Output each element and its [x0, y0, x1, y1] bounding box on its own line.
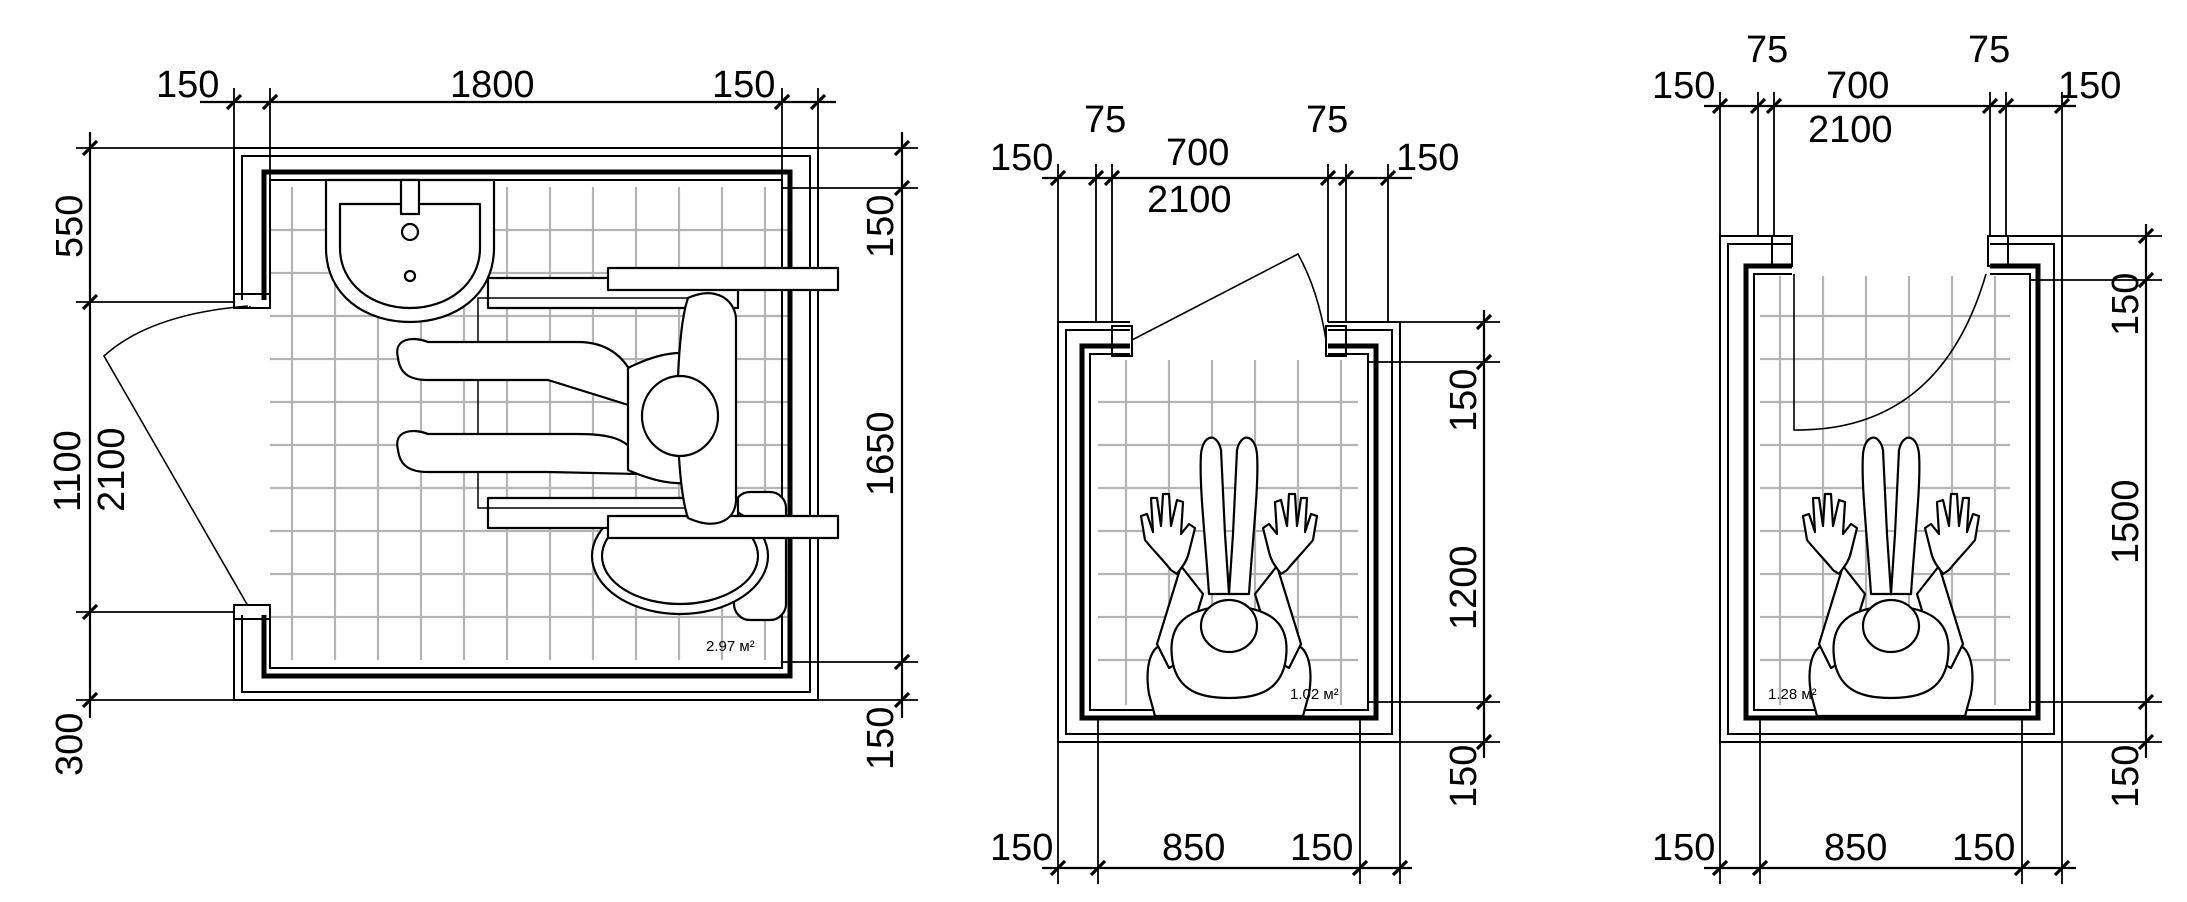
plan-a-dimensions: [76, 88, 918, 718]
plan-c-door-swing: [1793, 273, 1987, 431]
plan-a-dim-left-bottom: 300: [49, 713, 91, 776]
plan-c-dim-top-right-wall: 150: [2058, 65, 2121, 107]
plan-a-dim-right-top: 150: [860, 195, 902, 258]
plan-a-dim-right-bottom: 150: [860, 707, 902, 770]
plan-b-dim-right-top: 150: [1443, 369, 1485, 432]
plan-a-dim-left-door: 1100: [47, 430, 89, 512]
plan-c-dim-top-door: 700: [1826, 65, 1889, 107]
plan-c-dim-top-right-jamb: 75: [1968, 29, 2010, 71]
plan-b-dim-top-opening: 2100: [1147, 179, 1232, 221]
plan-c-dim-right-top: 150: [2105, 273, 2147, 336]
plan-a-dim-right-length: 1650: [860, 411, 902, 496]
plan-a-door-swing: [102, 305, 251, 607]
plan-a-dim-top-right: 150: [712, 64, 775, 106]
plan-a-area-label: 2.97 м²: [706, 638, 755, 655]
plan-a: 2.97 м²: [47, 64, 918, 776]
plan-c: 1.28 м²: [1652, 29, 2162, 884]
plan-b: 1.02 м²: [990, 99, 1500, 884]
plan-a-dim-left-top: 550: [49, 195, 91, 258]
plan-c-dimensions: [1704, 92, 2162, 884]
plan-b-dim-top-right-wall: 150: [1396, 137, 1459, 179]
plan-b-dim-right-length: 1200: [1443, 545, 1485, 630]
plan-b-dim-bottom-right: 150: [1290, 827, 1353, 869]
plan-a-dim-left-opening: 2100: [91, 427, 133, 512]
plan-c-area-label: 1.28 м²: [1768, 686, 1817, 703]
plan-b-dimensions: [1042, 164, 1500, 884]
plan-b-dim-top-door: 700: [1166, 132, 1229, 174]
plan-c-dim-right-length: 1500: [2105, 479, 2147, 564]
person-icon: [1139, 436, 1319, 718]
plan-c-dim-top-opening: 2100: [1808, 109, 1893, 151]
plan-c-dim-right-bottom: 150: [2105, 745, 2147, 808]
plan-b-dim-right-bottom: 150: [1443, 745, 1485, 808]
plan-b-area-label: 1.02 м²: [1290, 686, 1339, 703]
plan-c-dim-bottom-width: 850: [1824, 827, 1887, 869]
washbasin-icon: [324, 178, 496, 324]
plan-a-walls: [233, 147, 819, 701]
plan-c-dim-bottom-left: 150: [1652, 827, 1715, 869]
plan-a-dim-top-width: 1800: [450, 64, 535, 106]
plan-a-dim-top-left: 150: [156, 64, 219, 106]
plan-c-dim-top-left-wall: 150: [1652, 65, 1715, 107]
plan-b-dim-bottom-left: 150: [990, 827, 1053, 869]
plan-b-door-swing: [1131, 252, 1327, 341]
plan-b-dim-bottom-width: 850: [1162, 827, 1225, 869]
plan-b-dim-top-right-jamb: 75: [1306, 99, 1348, 141]
plan-b-dim-top-left-wall: 150: [990, 137, 1053, 179]
plan-c-dim-bottom-right: 150: [1952, 827, 2015, 869]
plan-c-dim-top-left-jamb: 75: [1746, 29, 1788, 71]
plan-b-dim-top-left-jamb: 75: [1084, 99, 1126, 141]
